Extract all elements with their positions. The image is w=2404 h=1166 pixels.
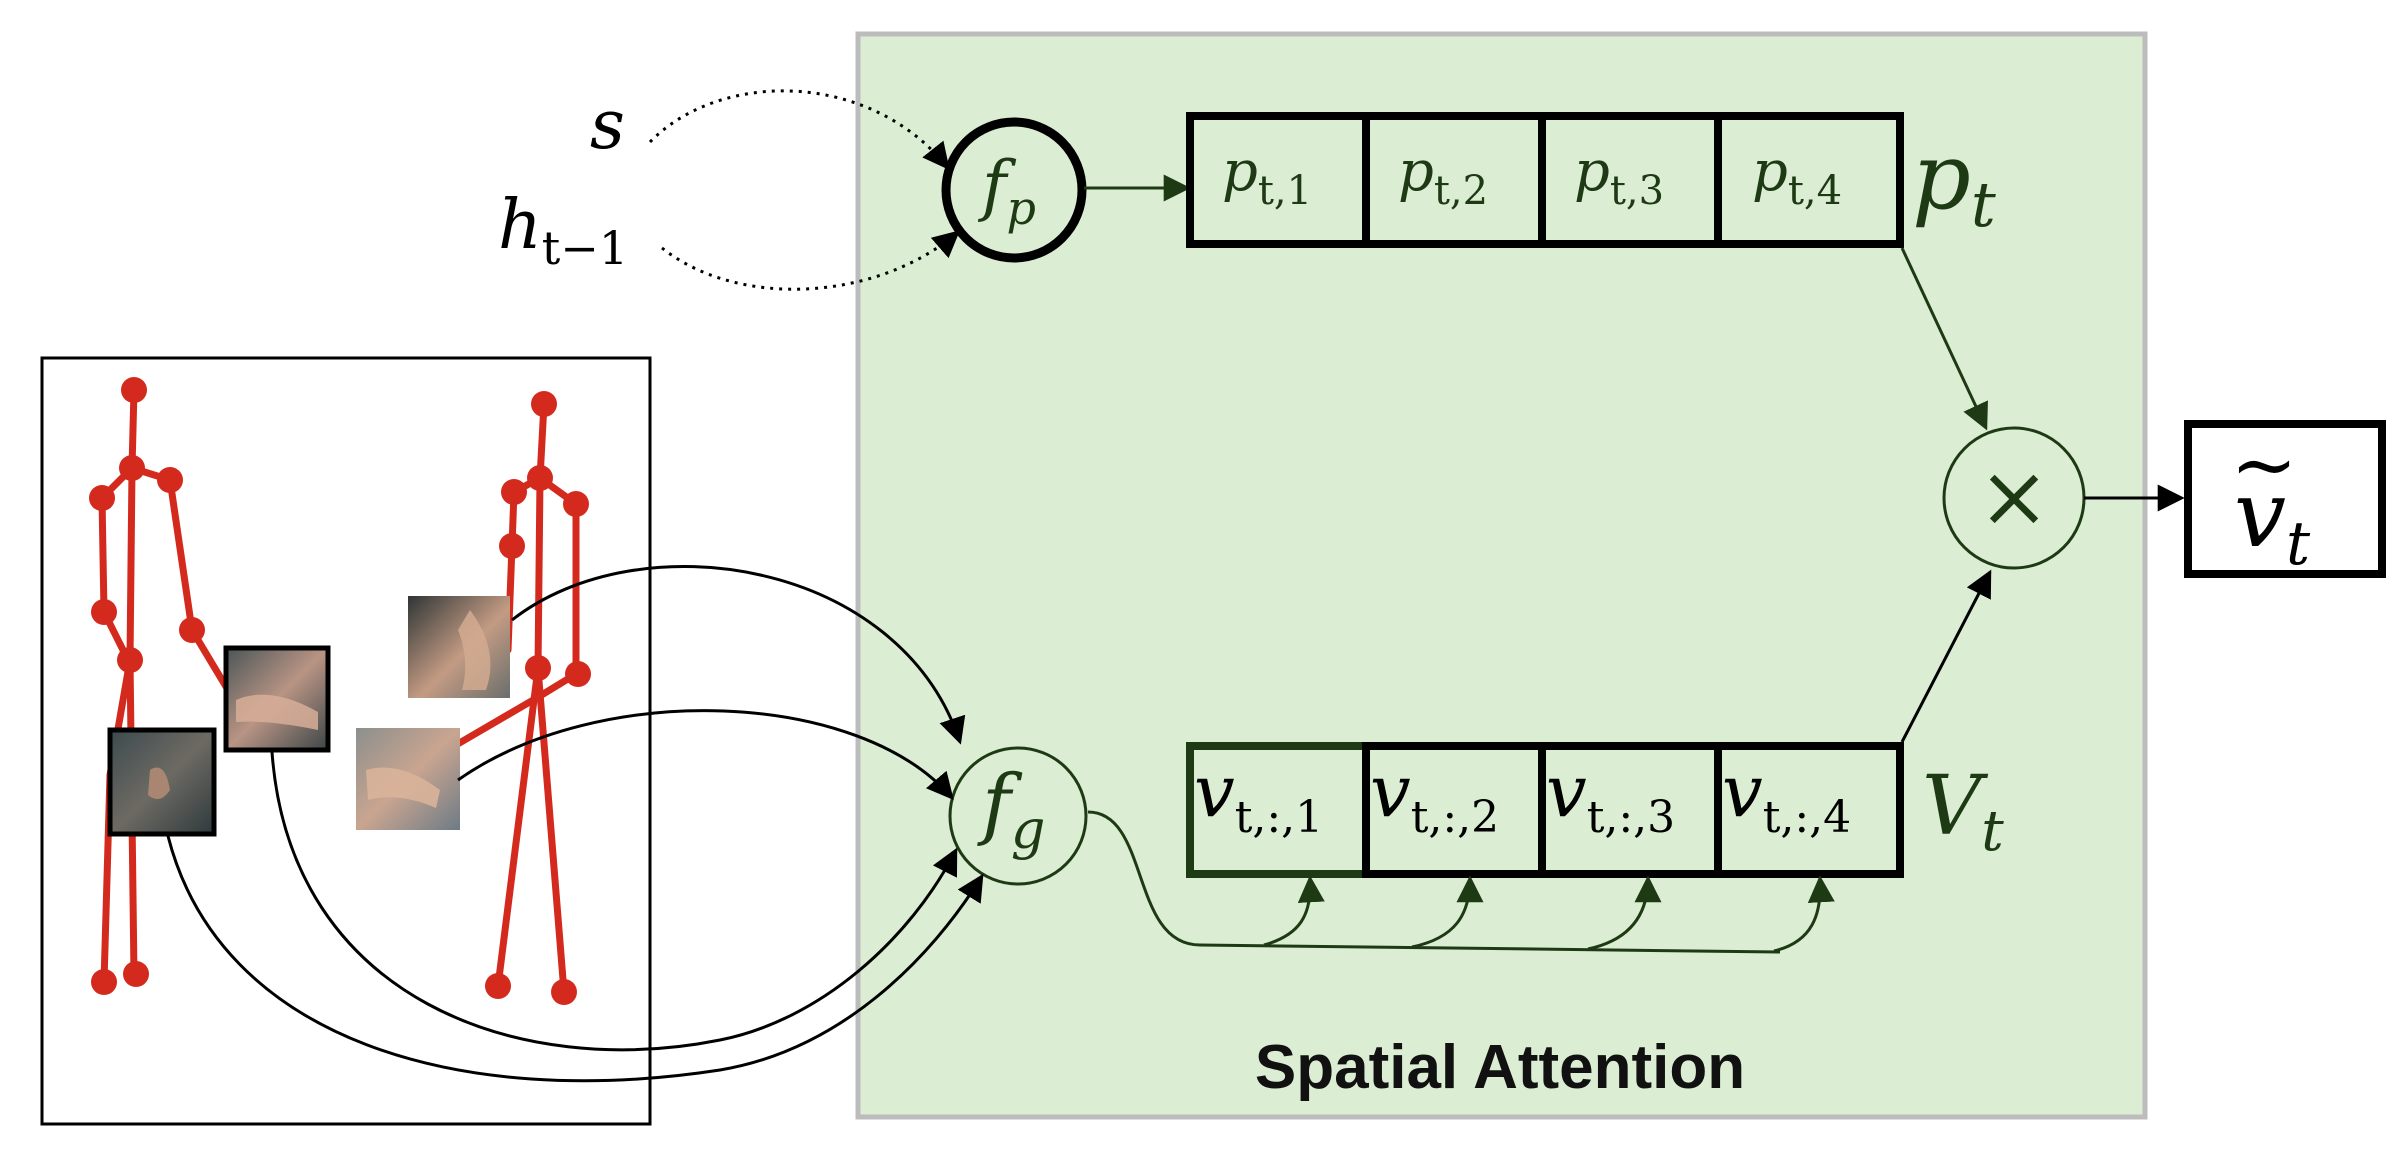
v-cell [1714,742,1904,878]
v-vector: vt,:,1 vt,:,2 vt,:,3 vt,:,4 [1186,742,1904,878]
fg-to-v-arrows [1087,810,1835,954]
skeleton-right-icon [452,391,591,1005]
input-h-label: ht−1 [498,186,628,275]
p-vector-label: pt [1912,123,1996,241]
p-cell-label: pt,1 [1222,139,1312,214]
v-cell-label: vt,:,4 [1722,749,1851,843]
p-cell-label: pt,4 [1752,139,1842,214]
hand-patch-icon [223,645,331,753]
p-vector: pt,1 pt,2 pt,3 pt,4 [1186,112,1904,248]
spatial-attention-panel [855,31,2148,1120]
fp-node [941,117,1087,263]
v-cell-label: vt,:,3 [1546,749,1675,843]
input-h-sub: t−1 [542,221,628,275]
v-vector-label: Vt [1922,759,2004,864]
hand-patch-icon [107,727,217,837]
input-s-label: s [590,86,625,165]
output-box [2184,420,2386,578]
v-cell-label: vt,:,2 [1370,749,1499,843]
p-cell-label: pt,2 [1398,139,1488,214]
fg-label: fg [977,759,1045,861]
patch-to-fg-arrows [166,565,984,1083]
p-cell [1714,112,1904,248]
output-label: vt [2234,461,2311,579]
fp-label: fp [977,147,1036,235]
hand-patch-icon [356,728,460,830]
multiply-symbol: × [1978,447,2050,547]
p-cell-label: pt,3 [1574,139,1664,214]
panel-title: Spatial Attention [1255,1033,1745,1102]
fp-sub: p [1006,181,1035,235]
fg-sub: g [1011,798,1046,861]
v-cell-label: vt,:,1 [1194,749,1323,843]
input-h-main: h [498,186,542,265]
v-to-multiply-arrow [1900,569,1992,743]
p-to-multiply-arrow [1900,247,1988,431]
output-accent: ~ [2230,418,2297,511]
fg-node [948,746,1088,886]
hand-patch-icon [408,596,510,698]
